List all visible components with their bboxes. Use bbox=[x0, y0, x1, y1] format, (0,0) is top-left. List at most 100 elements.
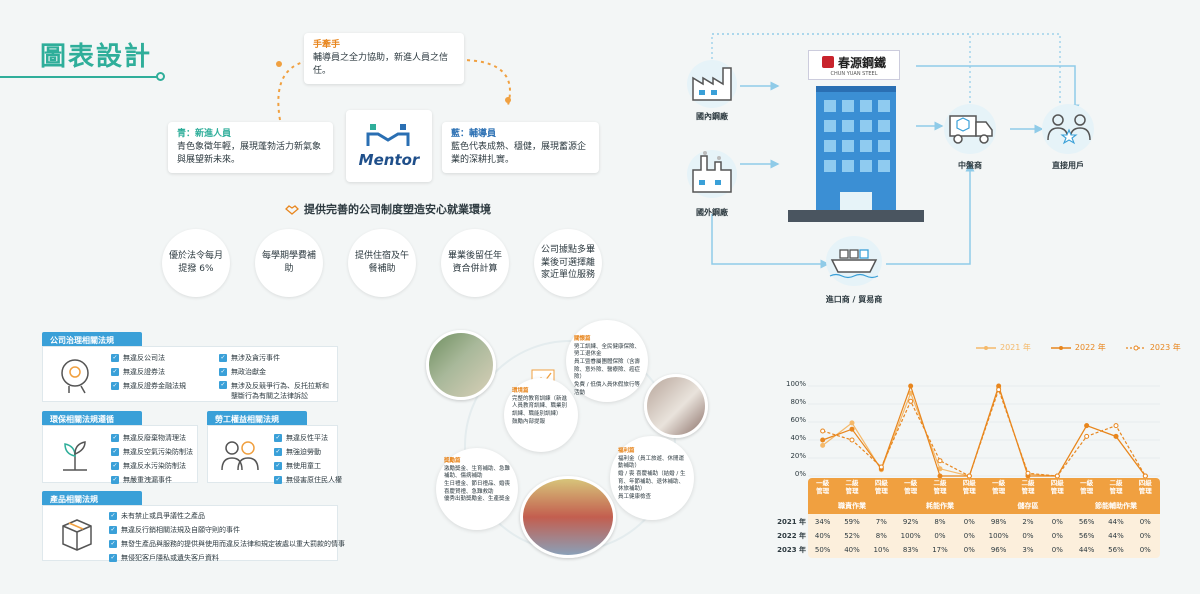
table-cell: 83% bbox=[902, 546, 919, 554]
y-tick: 100% bbox=[785, 380, 806, 388]
group-header: 儲存區 bbox=[1017, 502, 1039, 510]
y-tick: 40% bbox=[790, 434, 806, 442]
foreign-factory-icon bbox=[692, 151, 732, 193]
mentor-green-card: 青：新進人員 青色象徵年輕，展現蓬勃活力新氣象與展望新未來。 bbox=[168, 122, 333, 174]
supply-flow-lines bbox=[711, 33, 1080, 269]
table-cell: 56% bbox=[1108, 546, 1124, 554]
box-icon bbox=[62, 519, 92, 551]
table-cell: 44% bbox=[1108, 532, 1124, 540]
steel-building-icon bbox=[788, 86, 924, 222]
product-law-list: ✓未有禁止或具爭議性之產品 ✓無違反行銷相關法規及自願守則的事件 ✓無發生產品與… bbox=[109, 511, 345, 567]
labor-law-head: 勞工權益相關法規 bbox=[207, 411, 307, 428]
table-cell: 0% bbox=[1051, 518, 1063, 526]
data-point bbox=[849, 437, 855, 443]
data-point bbox=[849, 420, 855, 426]
table-cell: 0% bbox=[1139, 518, 1151, 526]
law-item: ✓無違反性平法 bbox=[274, 434, 328, 442]
table-body-band bbox=[808, 514, 1160, 558]
table-cell: 100% bbox=[900, 532, 921, 540]
check-icon: ✓ bbox=[111, 368, 119, 376]
foreign-mill-label: 國外鋼廠 bbox=[696, 208, 728, 217]
table-cell: 100% bbox=[988, 532, 1009, 540]
users-icon bbox=[1047, 114, 1091, 145]
env-item-pension: 優於法令每月提撥 6% bbox=[162, 229, 230, 297]
law-item: ✓無涉及反競爭行為、反托拉斯和壟斷行為有關之法律訴訟 bbox=[219, 381, 329, 400]
brand-logo: 春源鋼鐵 CHUN YUAN STEEL bbox=[808, 50, 900, 80]
plant-icon bbox=[63, 441, 87, 471]
law-item: ✓無違反空氣污染防制法 bbox=[111, 448, 193, 456]
law-item: ✓無違反公司法 bbox=[111, 354, 165, 362]
data-point bbox=[908, 398, 914, 404]
law-item: ✓無強迫勞動 bbox=[274, 448, 321, 456]
enduser-label: 直接用戶 bbox=[1052, 161, 1084, 170]
table-cell: 40% bbox=[814, 532, 831, 540]
blue-body: 藍色代表成熟、穩健，展現蓄源企業的深耕扎實。 bbox=[451, 142, 587, 166]
table-cell: 0% bbox=[963, 546, 975, 554]
middleman-label: 中盤商 bbox=[958, 161, 982, 170]
data-point bbox=[849, 426, 855, 432]
table-cell: 0% bbox=[934, 532, 946, 540]
data-table: 34%59%7%92%8%0%98%2%0%56%44%0%40%52%8%10… bbox=[808, 515, 1160, 557]
check-icon: ✓ bbox=[274, 434, 282, 442]
green-body: 青色象徵年輕，展現蓬勃活力新氣象與展望新未來。 bbox=[177, 142, 322, 166]
data-point bbox=[1084, 423, 1090, 429]
table-cell: 98% bbox=[990, 518, 1007, 526]
law-item: ✓無涉及貪污事件 bbox=[219, 354, 280, 362]
title-dot bbox=[156, 72, 165, 81]
row-label: 2023 年 bbox=[777, 546, 806, 554]
table-cell: 34% bbox=[814, 518, 831, 526]
corp-law-left: ✓無違反公司法 ✓無違反證券法 ✓無違反證券金融法規 bbox=[111, 353, 186, 395]
data-point bbox=[1113, 433, 1119, 439]
category-header: 四級管理 bbox=[1050, 479, 1064, 495]
env-item-seniority: 畢業後留任年資合併計算 bbox=[441, 229, 509, 297]
factory-icon bbox=[692, 67, 732, 101]
table-cell: 3% bbox=[1022, 546, 1034, 554]
head-bulb-icon bbox=[61, 359, 89, 394]
data-point bbox=[820, 428, 826, 434]
category-header: 一級管理 bbox=[904, 479, 918, 495]
brand-name-en: CHUN YUAN STEEL bbox=[830, 70, 878, 77]
table-cell: 10% bbox=[873, 546, 890, 554]
data-point bbox=[937, 458, 943, 464]
table-row: 50%40%10%83%17%0%96%3%0%44%56%0% bbox=[808, 543, 1160, 557]
handy-body: 輔導員之全力協助，新進人員之信任。 bbox=[313, 53, 449, 77]
workers-icon bbox=[221, 441, 259, 471]
table-cell: 56% bbox=[1078, 532, 1095, 540]
check-icon: ✓ bbox=[111, 354, 119, 362]
table-cell: 8% bbox=[934, 518, 946, 526]
table-cell: 0% bbox=[1139, 546, 1151, 554]
law-item: ✓無違反水污染防制法 bbox=[111, 462, 186, 470]
corp-law-right: ✓無涉及貪污事件 ✓無政治獻金 ✓無涉及反競爭行為、反托拉斯和壟斷行為有關之法律… bbox=[219, 353, 335, 405]
title-underline bbox=[0, 76, 160, 78]
legend-line-2021 bbox=[976, 345, 996, 350]
page-title: 圖表設計 bbox=[40, 42, 153, 72]
truck-icon bbox=[949, 115, 993, 144]
group-header: 節能輔助作業 bbox=[1095, 502, 1137, 510]
group-row: 職責作業耗能作業儲存區節能輔助作業 bbox=[808, 501, 1160, 511]
handy-head: 手牽手 bbox=[313, 40, 341, 50]
series-line-1 bbox=[822, 384, 1146, 477]
table-cell: 8% bbox=[875, 532, 887, 540]
check-icon: ✓ bbox=[109, 526, 117, 534]
table-cell: 59% bbox=[844, 518, 860, 526]
table-row: 34%59%7%92%8%0%98%2%0%56%44%0% bbox=[808, 515, 1160, 529]
env-heading: 提供完善的公司制度塑造安心就業環境 bbox=[304, 203, 491, 216]
y-tick: 60% bbox=[790, 416, 806, 424]
row-label: 2022 年 bbox=[777, 532, 806, 540]
green-head: 青：新進人員 bbox=[177, 129, 232, 139]
legend-2022: 2022 年 bbox=[1050, 342, 1106, 353]
table-cell: 96% bbox=[990, 546, 1007, 554]
env-law-box: ✓無違反廢棄物清理法 ✓無違反空氣污染防制法 ✓無違反水污染防制法 ✓無嚴重洩漏… bbox=[42, 425, 198, 484]
labor-law-list: ✓無違反性平法 ✓無強迫勞動 ✓無使用童工 ✓無侵害原住民人權 bbox=[274, 433, 342, 489]
data-point bbox=[996, 387, 1002, 393]
category-header: 四級管理 bbox=[874, 479, 888, 495]
category-header: 一級管理 bbox=[816, 479, 830, 495]
category-header: 一級管理 bbox=[992, 479, 1006, 495]
photo-care bbox=[644, 374, 708, 438]
env-item-tuition: 每學期學費補助 bbox=[255, 229, 323, 297]
table-cell: 2% bbox=[1022, 518, 1034, 526]
env-circles: 優於法令每月提撥 6% 每學期學費補助 提供住宿及午餐補助 畢業後留任年資合併計… bbox=[162, 229, 602, 297]
category-header: 四級管理 bbox=[1138, 479, 1152, 495]
law-item: ✓無發生產品與服務的提供與使用而違反法律和規定被處以重大罰款的情事 bbox=[109, 540, 345, 548]
check-icon: ✓ bbox=[109, 512, 117, 520]
